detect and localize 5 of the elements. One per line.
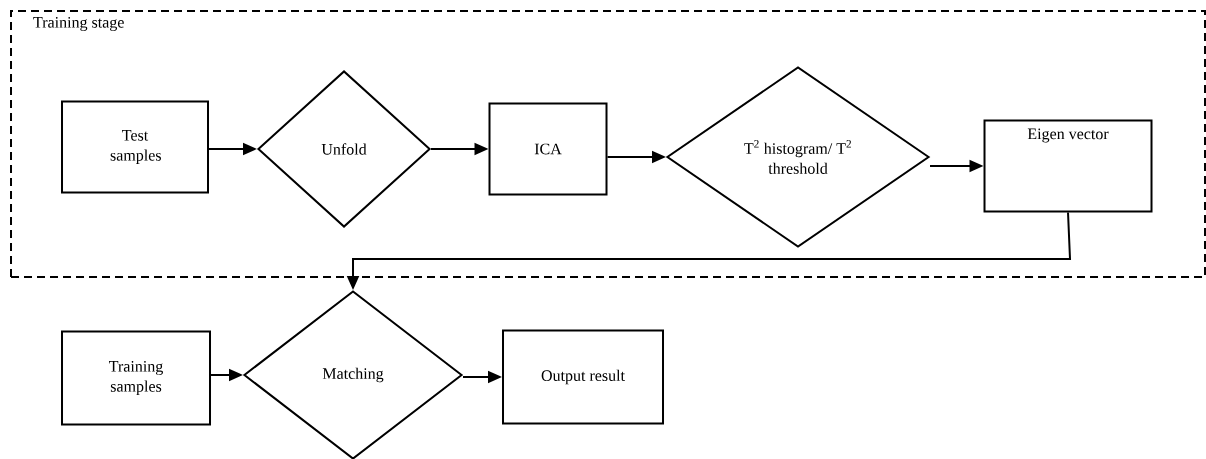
process-box: Test samples	[61, 100, 209, 194]
process-box: Output result	[502, 329, 664, 425]
process-box: Eigen vector	[983, 119, 1153, 213]
process-box: ICA	[488, 102, 608, 196]
process-box: Training samples	[61, 330, 211, 426]
